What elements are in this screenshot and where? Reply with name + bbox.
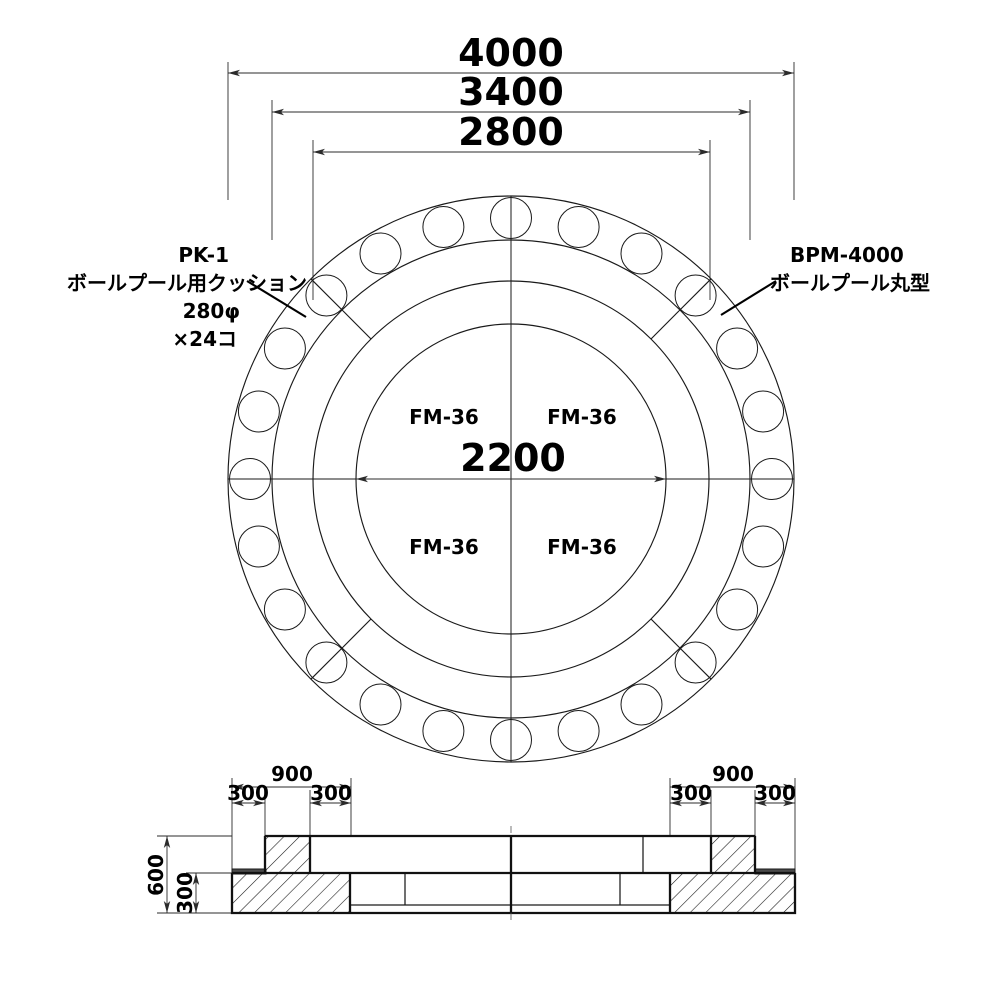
cushion-circle <box>716 327 759 370</box>
fm36-label-top-left: FM-36 <box>409 405 479 429</box>
cushion-circle <box>742 525 785 568</box>
dim-label-2800: 2800 <box>458 110 564 154</box>
leader-line-pk1 <box>246 280 307 318</box>
radial-divider-outer <box>310 278 344 312</box>
plan-view: 2200 FM-36 FM-36 FM-36 FM-36 <box>227 195 795 763</box>
radial-divider <box>342 618 372 648</box>
dim-label-600: 600 <box>144 854 168 896</box>
cushion-circle <box>674 274 717 317</box>
callout-left: PK-1 ボールプール用クッション 280φ ×24コ <box>67 243 307 351</box>
section-right-wall-hatch <box>710 835 756 874</box>
dim-label-left-300a: 300 <box>227 781 269 805</box>
section-top-dimensions: 900 300 300 900 300 300 <box>227 762 796 872</box>
dim-label-right-300b: 300 <box>754 781 796 805</box>
cushion-circle <box>557 710 600 752</box>
cushion-circle <box>557 206 600 248</box>
radial-divider-outer <box>678 646 712 680</box>
callout-right: BPM-4000 ボールプール丸型 <box>720 243 930 316</box>
dim-label-right-900: 900 <box>712 762 754 786</box>
plan-top-dimensions: 4000 3400 2800 <box>227 31 795 300</box>
section-outer-profile <box>230 873 797 915</box>
dim-label-3400: 3400 <box>458 70 564 114</box>
cushion-circle <box>674 641 717 684</box>
section-view <box>230 826 797 922</box>
callout-left-line3: 280φ <box>183 299 240 323</box>
dim-label-right-300a: 300 <box>670 781 712 805</box>
dim-label-300-height: 300 <box>173 872 197 914</box>
callout-left-line4: ×24コ <box>172 327 237 351</box>
cushion-circle <box>716 588 759 631</box>
section-left-base-hatch <box>231 872 351 914</box>
callout-right-line2: ボールプール丸型 <box>770 271 930 295</box>
section-left-vertical-dimensions: 600 300 <box>144 835 232 914</box>
dim-label-4000: 4000 <box>458 31 564 75</box>
cushion-circle <box>359 232 402 275</box>
dim-label-2200: 2200 <box>460 436 566 480</box>
cushion-circle <box>237 390 280 433</box>
cushion-circle <box>263 588 306 631</box>
cushion-circle <box>237 525 280 568</box>
cushion-circle <box>263 327 306 370</box>
cushion-circle <box>305 274 348 317</box>
cushion-circle <box>422 710 465 752</box>
fm36-label-top-right: FM-36 <box>547 405 617 429</box>
radial-divider-outer <box>310 646 344 680</box>
cushion-circle <box>305 641 348 684</box>
radial-divider <box>650 310 680 340</box>
cushion-circle <box>742 390 785 433</box>
radial-divider <box>650 618 680 648</box>
dim-label-left-900: 900 <box>271 762 313 786</box>
radial-divider-group <box>342 310 680 648</box>
radial-divider <box>342 310 372 340</box>
radial-divider-outer-group <box>310 278 712 680</box>
dim-label-left-300b: 300 <box>310 781 352 805</box>
callout-left-line2: ボールプール用クッション <box>67 271 307 295</box>
callout-left-line1: PK-1 <box>178 243 229 267</box>
cushion-circle <box>359 683 402 726</box>
section-left-wall-hatch <box>264 835 311 874</box>
section-right-base-hatch <box>669 872 796 914</box>
fm36-label-bottom-left: FM-36 <box>409 535 479 559</box>
radial-divider-outer <box>678 278 712 312</box>
cushion-circle <box>422 206 465 248</box>
leader-line-bpm4000 <box>720 280 777 316</box>
callout-right-line1: BPM-4000 <box>790 243 904 267</box>
cushion-circle <box>620 232 663 275</box>
fm36-label-bottom-right: FM-36 <box>547 535 617 559</box>
cushion-circle <box>620 683 663 726</box>
